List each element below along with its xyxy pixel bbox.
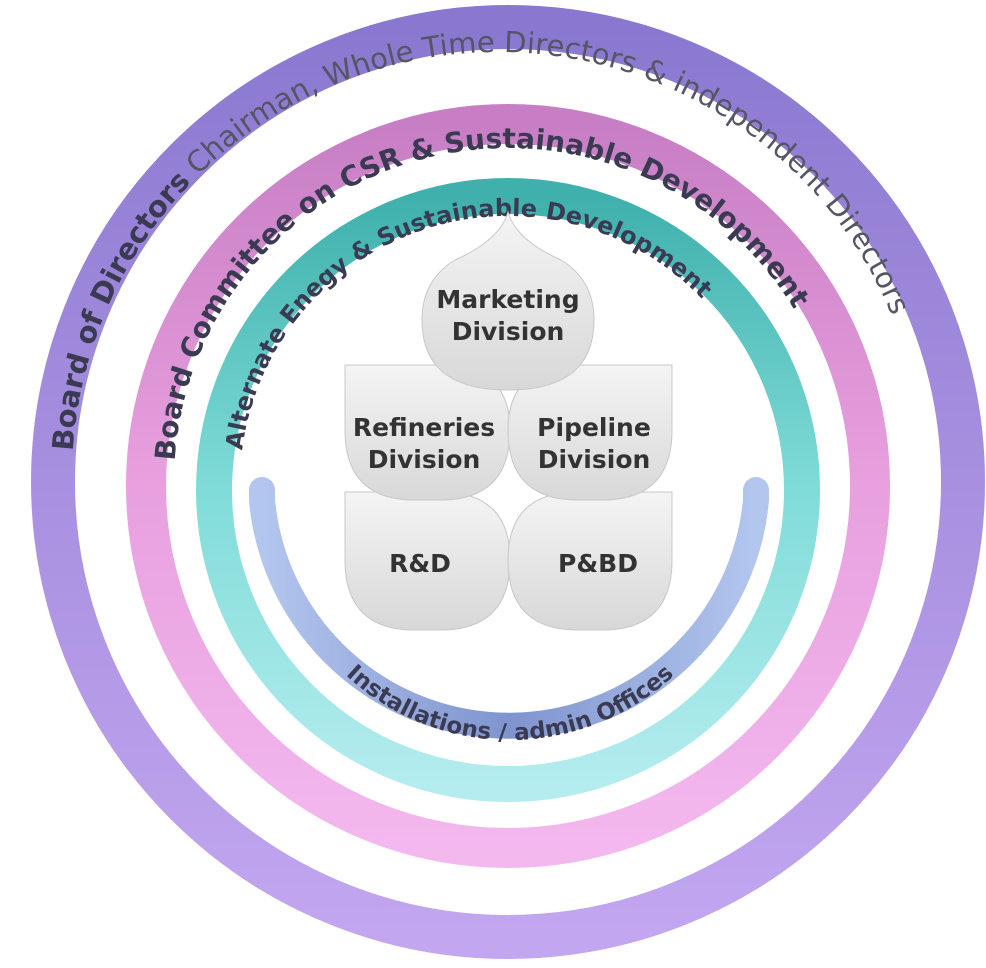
marketing-label-line1: Marketing [436, 285, 579, 314]
installations-label: Installations / admin Offices [342, 660, 679, 746]
refineries-label-line2: Division [368, 445, 481, 474]
refineries-label-line1: Refineries [353, 413, 495, 442]
marketing-petal [421, 210, 595, 391]
pbd-petal [507, 491, 673, 631]
outer-ring [31, 5, 985, 959]
divisions-cluster: Marketing Division Refineries Division P… [344, 210, 673, 631]
inner-ring [196, 178, 820, 802]
pbd-label: P&BD [558, 549, 638, 578]
middle-ring [126, 104, 890, 868]
pipeline-label-line2: Division [538, 445, 651, 474]
installations-title: Installations / admin Offices [342, 660, 679, 746]
marketing-label-line2: Division [452, 317, 565, 346]
rnd-label: R&D [389, 549, 451, 578]
pipeline-label-line1: Pipeline [537, 413, 651, 442]
installations-arc [249, 477, 769, 739]
rnd-petal [344, 491, 511, 631]
